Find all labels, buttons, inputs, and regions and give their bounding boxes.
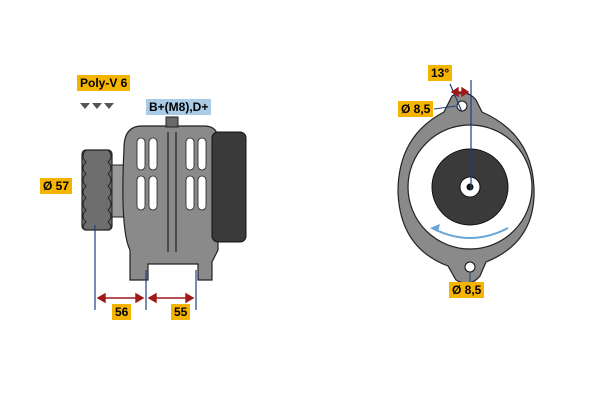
hole-top-leader bbox=[433, 105, 457, 110]
rotation-arrow-icon bbox=[431, 227, 509, 239]
alternator-front-view bbox=[397, 80, 535, 284]
dimension-arrows bbox=[96, 292, 195, 304]
alternator-housing bbox=[122, 125, 247, 281]
angle-lines bbox=[449, 80, 472, 190]
dimension-lines bbox=[94, 225, 197, 310]
hole-top-label: Ø 8,5 bbox=[398, 101, 434, 117]
angle-label: 13° bbox=[428, 65, 453, 81]
dimension-55-label: 55 bbox=[171, 304, 191, 320]
mounting-hole-bottom bbox=[464, 261, 476, 273]
belt-arrows-icon bbox=[80, 103, 114, 109]
hole-bottom-label: Ø 8,5 bbox=[449, 282, 485, 298]
shaft-center bbox=[466, 183, 474, 191]
dimension-56-label: 56 bbox=[112, 304, 132, 320]
terminal-stud bbox=[165, 116, 179, 128]
alternator-side-view bbox=[80, 103, 247, 310]
pulley-diameter-label: Ø 57 bbox=[40, 178, 73, 194]
pulley bbox=[81, 149, 127, 231]
angle-arrow bbox=[450, 86, 470, 98]
terminals-label: B+(M8),D+ bbox=[146, 99, 212, 115]
poly-v-label: Poly-V 6 bbox=[77, 75, 131, 91]
